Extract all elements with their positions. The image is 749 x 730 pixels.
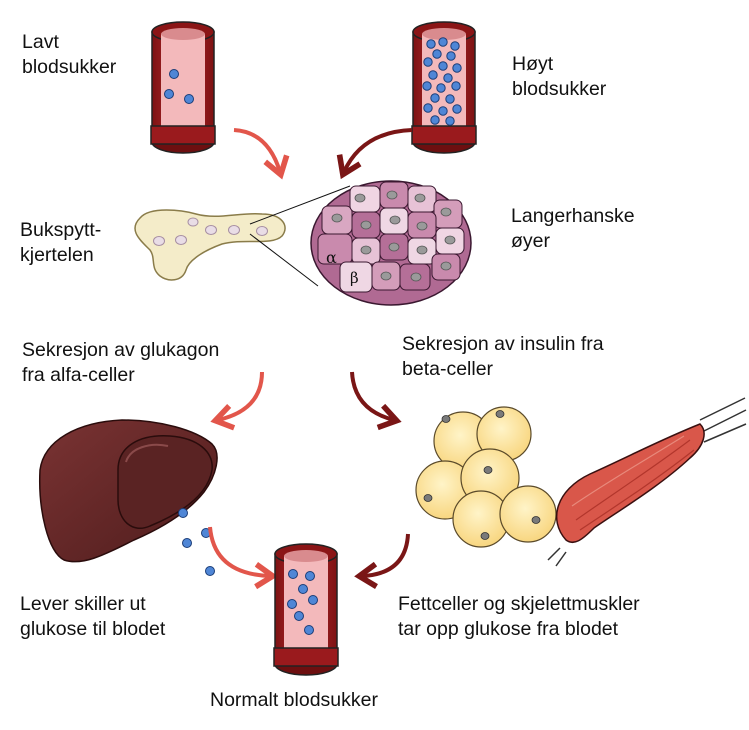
arrow-liver-to-normal — [208, 526, 278, 590]
blood-vessel-icon — [150, 21, 216, 154]
muscle-icon — [547, 397, 747, 567]
arrow-high-to-islets — [336, 128, 413, 180]
arrow-cells-to-normal — [354, 533, 410, 589]
islet-icon — [310, 180, 472, 306]
alpha-cell-label: α — [326, 248, 337, 267]
arrow-glucagon-to-liver — [210, 371, 264, 431]
arrow-low-to-pancreas — [233, 128, 290, 180]
label-normal-blood-sugar: Normalt blodsukker — [210, 689, 378, 711]
fat-cells-icon — [415, 406, 557, 548]
blood-vessel-icon — [273, 543, 339, 676]
arrow-insulin-to-cells — [350, 371, 402, 431]
pancreas-icon — [134, 209, 286, 281]
beta-cell-label: β — [350, 269, 359, 287]
glucose-molecule-icon — [178, 508, 215, 576]
blood-vessel-icon — [411, 21, 477, 154]
liver-icon — [38, 419, 218, 563]
label-pancreas: Bukspytt-kjertelen — [20, 219, 102, 266]
